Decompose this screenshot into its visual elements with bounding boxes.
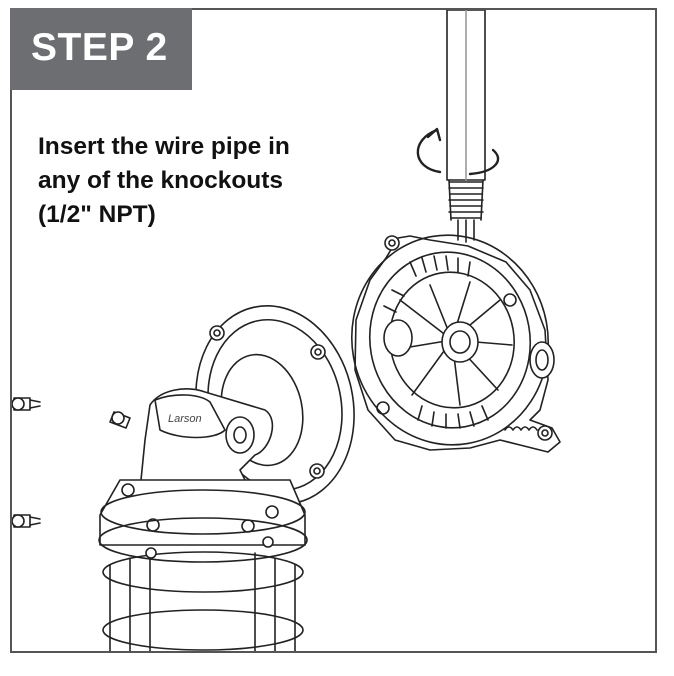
instruction-line-3: (1/2" NPT) [38, 201, 156, 228]
fixture-head: Larson [139, 388, 274, 491]
wire-pipe [446, 10, 486, 243]
instruction-line-2: any of the knockouts [38, 167, 284, 194]
instruction-line-1: Insert the wire pipe in [38, 133, 290, 160]
mounting-screws [12, 397, 131, 528]
instruction-text: Insert the wire pipe in any of the knock… [38, 130, 290, 232]
fixture-body [98, 479, 308, 651]
step-label: STEP 2 [31, 26, 168, 69]
svg-text:Larson: Larson [168, 413, 202, 425]
junction-box [350, 234, 561, 453]
step-badge: STEP 2 [10, 8, 192, 90]
rotate-arrow-icon [416, 127, 500, 176]
